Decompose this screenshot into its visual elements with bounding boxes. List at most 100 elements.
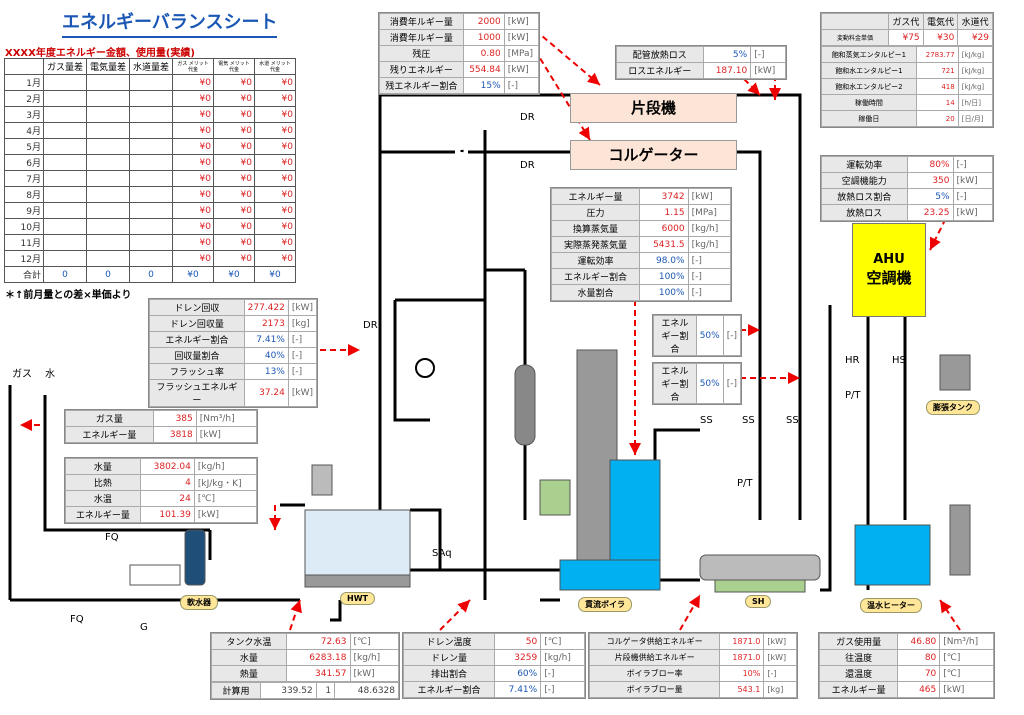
col-header: 電気 メリット代金 bbox=[213, 58, 255, 75]
row-unit: [kg/h] bbox=[349, 649, 399, 666]
row-label: 運転効率 bbox=[821, 156, 908, 173]
exptank-label: 膨張タンク bbox=[926, 400, 980, 415]
corrugator-machine: コルゲーター bbox=[570, 140, 737, 170]
row-unit: [kW] bbox=[939, 681, 994, 698]
row-value: 50 bbox=[493, 633, 542, 650]
row-label: 水量割合 bbox=[550, 284, 641, 301]
row-value: 0.80 bbox=[462, 45, 505, 62]
row-value: 4 bbox=[139, 474, 195, 491]
col-header: 水道量差 bbox=[129, 58, 173, 75]
row-label: ガス量 bbox=[65, 410, 154, 427]
month-row: 4月¥0¥0¥0 bbox=[4, 122, 296, 139]
monthly-header-row: ガス量差 電気量差 水道量差 ガス メリット代金 電気 メリット代金 水道 メリ… bbox=[4, 58, 296, 75]
row-unit: [kg/h] bbox=[540, 649, 585, 666]
row-label: 飽和水エンタルピー1 bbox=[821, 62, 917, 79]
monthly-table: ガス量差 電気量差 水道量差 ガス メリット代金 電気 メリット代金 水道 メリ… bbox=[4, 58, 296, 283]
month-row: 8月¥0¥0¥0 bbox=[4, 186, 296, 203]
water-merit: ¥0 bbox=[254, 170, 296, 187]
row-unit: [h/日] bbox=[957, 94, 994, 111]
row-value: 100% bbox=[639, 284, 689, 301]
row-value: 80 bbox=[897, 649, 941, 666]
row-unit: [kW] bbox=[952, 172, 994, 189]
row-value: 50% bbox=[695, 363, 724, 404]
row-label: 片段機供給エネルギー bbox=[588, 649, 721, 666]
row-unit: [kW] bbox=[763, 649, 797, 666]
row-label: ロスエネルギー bbox=[616, 62, 704, 79]
hs-label: HS bbox=[892, 355, 906, 366]
row-label: 往温度 bbox=[818, 649, 899, 666]
row-label: エネルギー割合 bbox=[653, 315, 697, 356]
row-value: 60% bbox=[493, 665, 542, 682]
fq-label: FQ bbox=[70, 614, 84, 625]
month-row: 5月¥0¥0¥0 bbox=[4, 138, 296, 155]
row-value: 3802.04 bbox=[139, 458, 195, 475]
row-unit: [kW] bbox=[687, 188, 732, 205]
row-value: 277.422 bbox=[243, 299, 289, 316]
row-value: 23.25 bbox=[906, 204, 954, 221]
row-value: 6283.18 bbox=[285, 649, 351, 666]
row-label: エネルギー量 bbox=[65, 506, 141, 523]
row-unit: [-] bbox=[750, 46, 786, 63]
saq-label: SAq bbox=[432, 548, 452, 559]
row-label: 水量 bbox=[65, 458, 141, 475]
row-unit: [kW] bbox=[503, 29, 540, 46]
row-value: 7.41% bbox=[493, 681, 542, 698]
row-unit: [-] bbox=[503, 77, 540, 94]
ahu-name: 空調機 bbox=[866, 269, 912, 287]
calc-value: 1 bbox=[315, 682, 336, 699]
row-unit: [Nm³/h] bbox=[939, 633, 994, 650]
ss-label: SS bbox=[742, 415, 755, 426]
row-value: 5% bbox=[702, 46, 752, 63]
row-label: 還温度 bbox=[818, 665, 899, 682]
monthly-subtitle: XXXX年度エネルギー金額、使用量(実績) bbox=[5, 48, 195, 59]
month-row: 10月¥0¥0¥0 bbox=[4, 218, 296, 235]
col-header: ガス量差 bbox=[43, 58, 87, 75]
row-label: 残圧 bbox=[379, 45, 464, 62]
row-unit: [kJ/kg・K] bbox=[193, 474, 258, 491]
row-label: フラッシュ率 bbox=[149, 363, 245, 380]
row-unit: [kJ/kg] bbox=[957, 62, 994, 79]
row-label: ドレン温度 bbox=[403, 633, 495, 650]
row-label: 配管放熱ロス bbox=[616, 46, 704, 63]
row-unit: [kW] bbox=[287, 299, 318, 316]
row-unit: [kg/h] bbox=[193, 458, 258, 475]
row-unit: [kW] bbox=[750, 62, 786, 79]
row-label: エネルギー割合 bbox=[550, 268, 641, 285]
water-label: 水 bbox=[45, 369, 55, 380]
dr-label: DR bbox=[363, 320, 378, 331]
sh-label: SH bbox=[745, 595, 772, 608]
gas-price: ¥75 bbox=[888, 29, 924, 46]
row-value: 80% bbox=[906, 156, 954, 173]
row-value: 70 bbox=[897, 665, 941, 682]
row-label: 稼働日 bbox=[821, 110, 917, 127]
month-row: 11月¥0¥0¥0 bbox=[4, 234, 296, 251]
row-label: 放熱ロス割合 bbox=[821, 188, 908, 205]
row-label: 圧力 bbox=[550, 204, 641, 221]
total-label: 合計 bbox=[4, 266, 44, 283]
row-value: 13% bbox=[243, 363, 289, 380]
row-label: ドレン回収 bbox=[149, 299, 245, 316]
calc-value: 339.52 bbox=[260, 682, 317, 699]
row-label: 実際蒸発蒸気量 bbox=[550, 236, 641, 253]
col-header: 電気量差 bbox=[86, 58, 130, 75]
price-header: 水道代 bbox=[957, 13, 993, 30]
row-label: 計算用 bbox=[210, 682, 262, 699]
